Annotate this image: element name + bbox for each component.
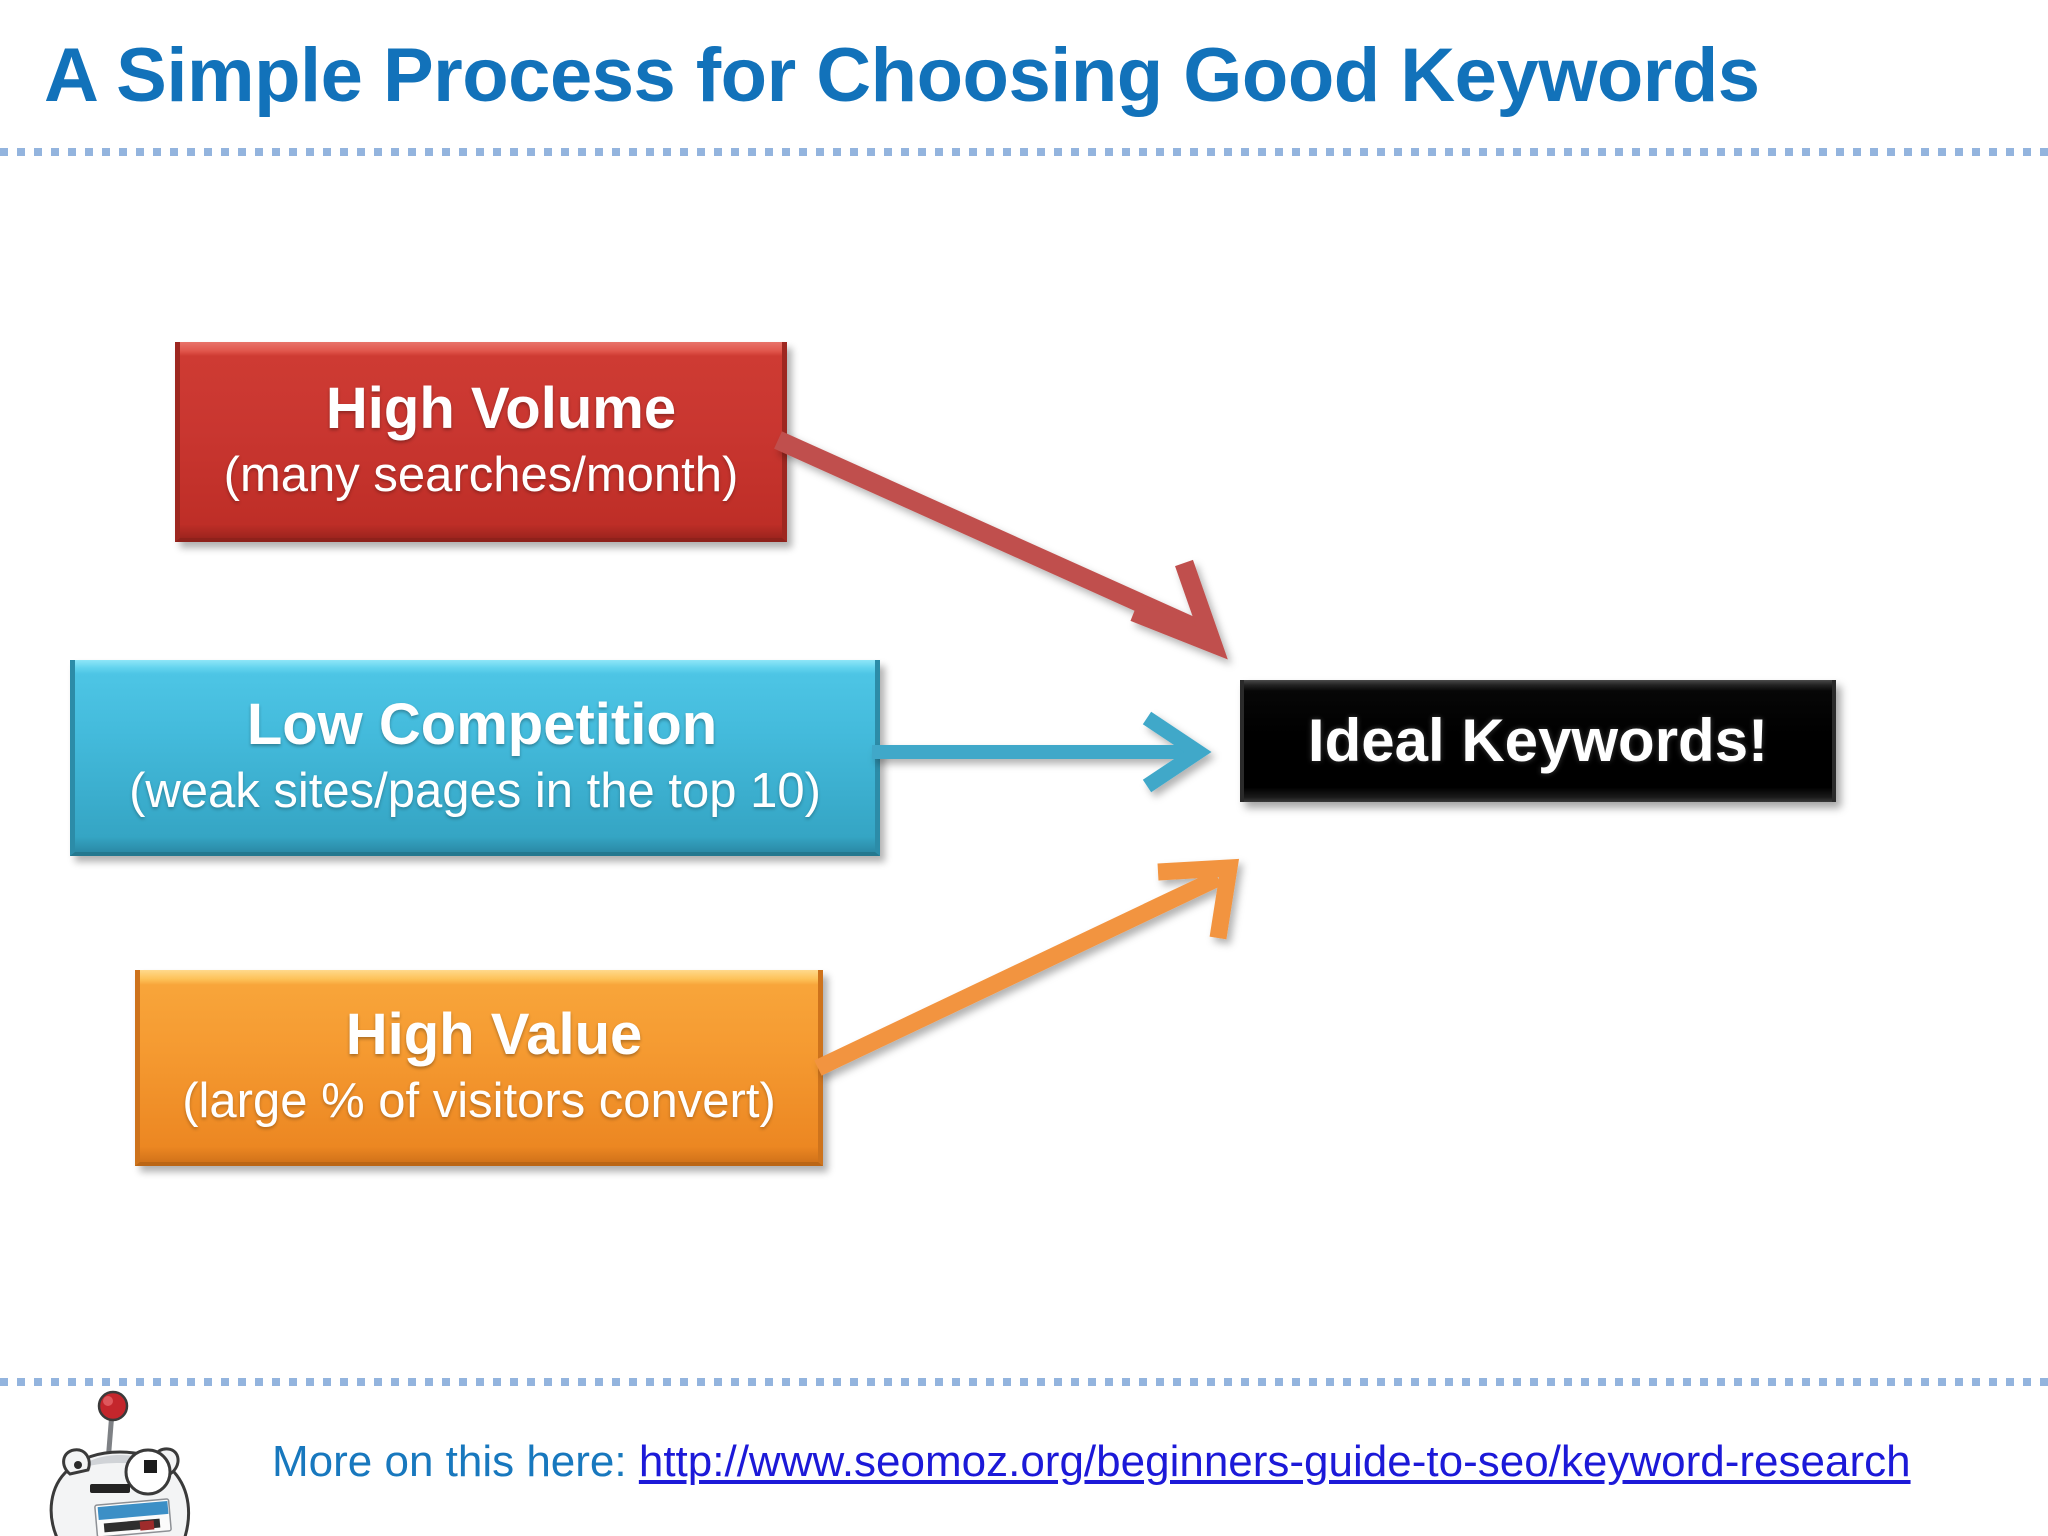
- arrow-low-competition-to-ideal: [872, 711, 1212, 793]
- input-box-high-volume-subtitle: (many searches/month): [223, 448, 739, 502]
- robot-name-badge: [94, 1498, 172, 1536]
- result-box-ideal-keywords-title: Ideal Keywords!: [1307, 707, 1769, 774]
- arrow-high-value-to-ideal: [814, 858, 1240, 1076]
- input-box-high-value-subtitle: (large % of visitors convert): [182, 1074, 776, 1128]
- input-box-low-competition[interactable]: Low Competition (weak sites/pages in the…: [70, 660, 880, 856]
- footer-link[interactable]: http://www.seomoz.org/beginners-guide-to…: [638, 1437, 1911, 1486]
- input-box-high-value[interactable]: High Value (large % of visitors convert): [135, 970, 823, 1166]
- input-box-low-competition-title: Low Competition: [246, 692, 718, 757]
- input-box-high-volume[interactable]: High Volume (many searches/month): [175, 342, 787, 542]
- divider-bottom: [0, 1378, 2048, 1386]
- input-box-high-volume-title: High Volume: [325, 376, 677, 441]
- footer: More on this here: http://www.seomoz.org…: [272, 1432, 1911, 1492]
- input-box-low-competition-subtitle: (weak sites/pages in the top 10): [129, 764, 821, 818]
- arrow-high-volume-to-ideal: [774, 431, 1228, 660]
- seomoz-roger-robot-icon: [49, 1390, 191, 1536]
- footer-lead-text: More on this here:: [272, 1437, 627, 1486]
- result-box-ideal-keywords[interactable]: Ideal Keywords!: [1240, 680, 1836, 802]
- divider-top: [0, 148, 2048, 156]
- page-title: A Simple Process for Choosing Good Keywo…: [44, 33, 1760, 118]
- input-box-high-value-title: High Value: [345, 1002, 643, 1067]
